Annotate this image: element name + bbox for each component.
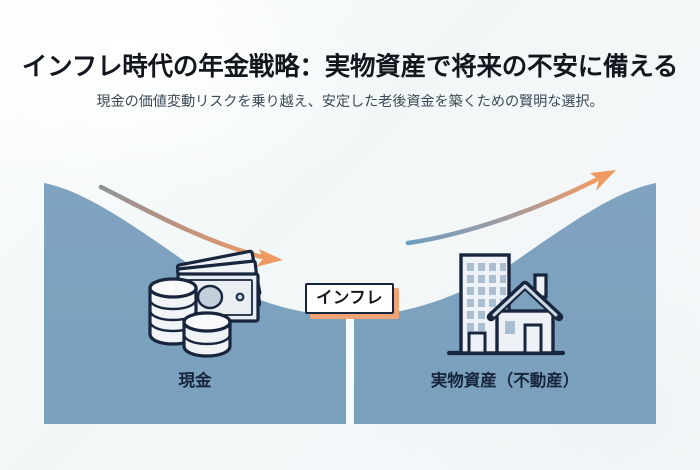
- panel-divider: [346, 314, 354, 426]
- rising-trend-arrow: [405, 170, 616, 246]
- building-house-icon: [446, 253, 566, 356]
- inflation-badge-label: インフレ: [315, 288, 384, 308]
- left-panel-caption: 現金: [178, 371, 212, 390]
- left-panel: [44, 183, 346, 424]
- cash-stack-icon: [148, 249, 262, 358]
- inflation-badge: インフレ: [305, 283, 394, 314]
- page-subtitle: 現金の価値変動リスクを乗り越え、安定した老後資金を築くための賢明な選択。: [96, 94, 604, 111]
- page-title: インフレ時代の年金戦略：実物資産で将来の不安に備える: [21, 52, 679, 82]
- header: インフレ時代の年金戦略：実物資産で将来の不安に備える 現金の価値変動リスクを乗り…: [0, 0, 700, 111]
- right-panel-caption: 実物資産（不動産）: [430, 371, 580, 390]
- declining-trend-arrow: [98, 184, 283, 267]
- right-panel: [354, 170, 656, 424]
